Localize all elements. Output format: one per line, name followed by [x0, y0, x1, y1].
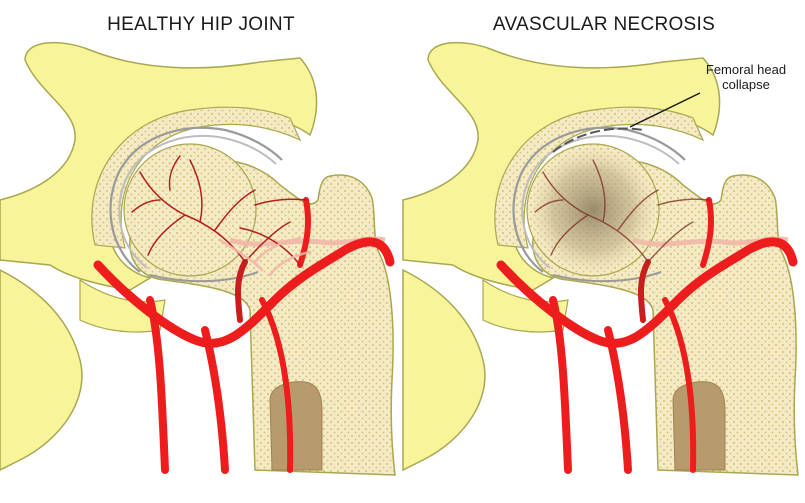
- femoral-head-collapse-label: Femoral head collapse: [690, 62, 802, 92]
- collapse-line: [552, 127, 644, 153]
- callout-pointer: [629, 92, 701, 128]
- panel-title-healthy: HEALTHY HIP JOINT: [107, 14, 295, 35]
- necrosis-panel: AVASCULAR NECROSIS: [403, 0, 805, 503]
- healthy-panel: HEALTHY HIP JOINT: [0, 0, 402, 503]
- necrotic-area: [531, 148, 655, 272]
- callout-line-1: Femoral head: [705, 62, 787, 77]
- necrosis-hip-illustration: [403, 43, 798, 475]
- panel-title-necrosis: AVASCULAR NECROSIS: [492, 14, 716, 35]
- callout-line-2: collapse: [722, 77, 770, 92]
